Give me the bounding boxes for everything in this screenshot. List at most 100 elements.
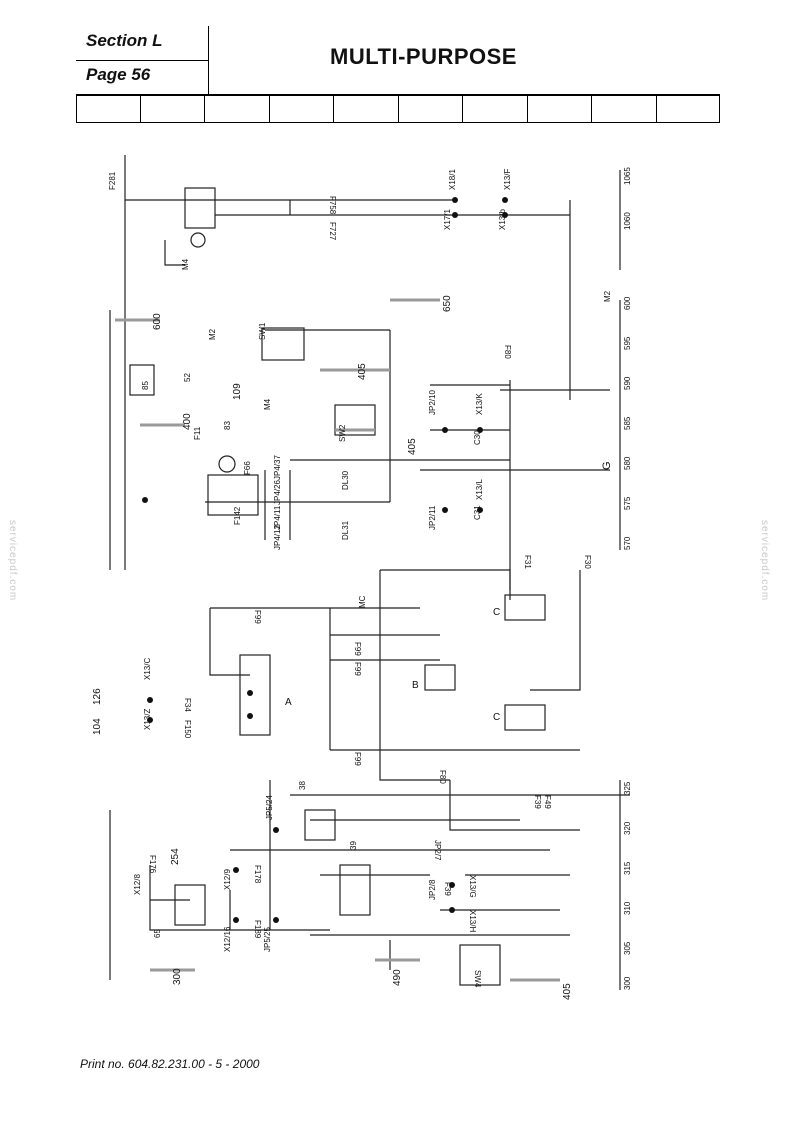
svg-text:X13/F: X13/F bbox=[503, 169, 512, 190]
svg-text:JP2/10: JP2/10 bbox=[428, 390, 437, 415]
section-label: Section L bbox=[86, 31, 163, 50]
svg-text:C30: C30 bbox=[473, 430, 482, 445]
svg-text:85: 85 bbox=[141, 381, 150, 390]
svg-text:300: 300 bbox=[623, 976, 632, 990]
svg-text:A: A bbox=[285, 697, 292, 708]
wiring-diagram: F281 F758 F727 X18/1 X13/F X17/1 X13/b 1… bbox=[92, 155, 632, 1000]
svg-text:X13/L: X13/L bbox=[475, 479, 484, 500]
svg-text:590: 590 bbox=[623, 376, 632, 390]
header-divider bbox=[76, 60, 208, 61]
svg-text:400: 400 bbox=[182, 413, 193, 430]
svg-text:39: 39 bbox=[349, 841, 358, 850]
svg-text:M4: M4 bbox=[263, 398, 272, 410]
svg-text:M4: M4 bbox=[181, 258, 190, 270]
svg-text:126: 126 bbox=[92, 688, 103, 705]
svg-text:F176: F176 bbox=[148, 855, 157, 874]
svg-text:300: 300 bbox=[172, 968, 183, 985]
svg-text:F99: F99 bbox=[353, 662, 362, 676]
svg-text:52: 52 bbox=[183, 373, 192, 382]
svg-text:F49: F49 bbox=[543, 795, 552, 809]
svg-text:F142: F142 bbox=[233, 506, 242, 525]
svg-text:254: 254 bbox=[170, 848, 181, 865]
svg-text:490: 490 bbox=[392, 969, 403, 986]
svg-text:G: G bbox=[601, 461, 613, 470]
svg-text:F30: F30 bbox=[583, 555, 592, 569]
svg-text:65: 65 bbox=[153, 929, 162, 938]
svg-text:F727: F727 bbox=[328, 222, 337, 241]
svg-text:310: 310 bbox=[623, 901, 632, 915]
svg-text:C: C bbox=[493, 607, 500, 618]
svg-text:X13/C: X13/C bbox=[143, 658, 152, 680]
svg-text:405: 405 bbox=[562, 983, 573, 1000]
svg-text:F80: F80 bbox=[503, 345, 512, 359]
svg-text:570: 570 bbox=[623, 536, 632, 550]
svg-text:JP4/11: JP4/11 bbox=[273, 505, 282, 530]
svg-text:575: 575 bbox=[623, 496, 632, 510]
svg-text:F178: F178 bbox=[253, 865, 262, 884]
svg-text:JP5/25: JP5/25 bbox=[263, 927, 272, 952]
svg-text:595: 595 bbox=[623, 336, 632, 350]
svg-text:JP2/8: JP2/8 bbox=[428, 879, 437, 900]
svg-text:MC: MC bbox=[358, 595, 367, 608]
svg-text:F11: F11 bbox=[193, 426, 202, 440]
svg-text:305: 305 bbox=[623, 941, 632, 955]
column-grid bbox=[76, 95, 720, 123]
svg-text:X13/G: X13/G bbox=[468, 875, 477, 898]
svg-text:DL31: DL31 bbox=[341, 520, 350, 540]
svg-text:JP4/26: JP4/26 bbox=[273, 480, 282, 505]
watermark-right: servicepdf.com bbox=[759, 520, 770, 602]
svg-text:JP2/11: JP2/11 bbox=[428, 505, 437, 530]
svg-text:SW4: SW4 bbox=[473, 970, 482, 988]
svg-text:X13/Z: X13/Z bbox=[143, 709, 152, 730]
page-label: Page 56 bbox=[86, 65, 151, 84]
svg-text:F189: F189 bbox=[253, 920, 262, 939]
svg-text:F31: F31 bbox=[523, 555, 532, 569]
print-number: Print no. 604.82.231.00 - 5 - 2000 bbox=[80, 1057, 260, 1071]
watermark-left: servicepdf.com bbox=[7, 520, 18, 602]
svg-text:109: 109 bbox=[232, 383, 243, 400]
svg-text:C: C bbox=[493, 712, 500, 723]
svg-text:F66: F66 bbox=[243, 461, 252, 475]
svg-text:X13/b: X13/b bbox=[498, 209, 507, 230]
svg-text:580: 580 bbox=[623, 456, 632, 470]
svg-text:X13/K: X13/K bbox=[475, 393, 484, 415]
svg-text:1065: 1065 bbox=[623, 167, 632, 185]
svg-text:83: 83 bbox=[223, 421, 232, 430]
svg-text:X12/9: X12/9 bbox=[223, 869, 232, 890]
svg-text:C31: C31 bbox=[473, 505, 482, 520]
svg-text:JP2/7: JP2/7 bbox=[433, 840, 442, 861]
svg-text:650: 650 bbox=[442, 295, 453, 312]
svg-text:SW2: SW2 bbox=[338, 424, 347, 442]
svg-text:405: 405 bbox=[357, 363, 368, 380]
svg-text:X12/8: X12/8 bbox=[133, 874, 142, 895]
svg-text:DL30: DL30 bbox=[341, 470, 350, 490]
svg-text:F758: F758 bbox=[328, 196, 337, 215]
svg-text:X12/16: X12/16 bbox=[223, 926, 232, 952]
svg-text:405: 405 bbox=[407, 438, 418, 455]
svg-text:JP5/24: JP5/24 bbox=[265, 795, 274, 820]
svg-text:X18/1: X18/1 bbox=[448, 169, 457, 190]
svg-text:X13/H: X13/H bbox=[468, 910, 477, 932]
svg-text:JP4/12: JP4/12 bbox=[273, 525, 282, 550]
svg-text:104: 104 bbox=[92, 718, 103, 735]
svg-text:600: 600 bbox=[152, 313, 163, 330]
svg-text:F39: F39 bbox=[533, 795, 542, 809]
svg-text:M2: M2 bbox=[208, 328, 217, 340]
svg-text:1060: 1060 bbox=[623, 212, 632, 230]
page-title: MULTI-PURPOSE bbox=[330, 44, 517, 69]
svg-text:F99: F99 bbox=[353, 642, 362, 656]
header-label-box bbox=[76, 26, 209, 94]
svg-text:F150: F150 bbox=[183, 720, 192, 739]
svg-text:F80: F80 bbox=[438, 770, 447, 784]
svg-text:600: 600 bbox=[623, 296, 632, 310]
svg-text:F281: F281 bbox=[108, 171, 117, 190]
svg-text:SW1: SW1 bbox=[258, 322, 267, 340]
svg-text:JP4/37: JP4/37 bbox=[273, 455, 282, 480]
svg-text:F39: F39 bbox=[443, 882, 452, 896]
svg-text:X17/1: X17/1 bbox=[443, 209, 452, 230]
svg-text:M2: M2 bbox=[603, 290, 612, 302]
svg-text:325: 325 bbox=[623, 781, 632, 795]
svg-text:B: B bbox=[412, 680, 419, 691]
svg-text:38: 38 bbox=[298, 781, 307, 790]
svg-text:585: 585 bbox=[623, 416, 632, 430]
